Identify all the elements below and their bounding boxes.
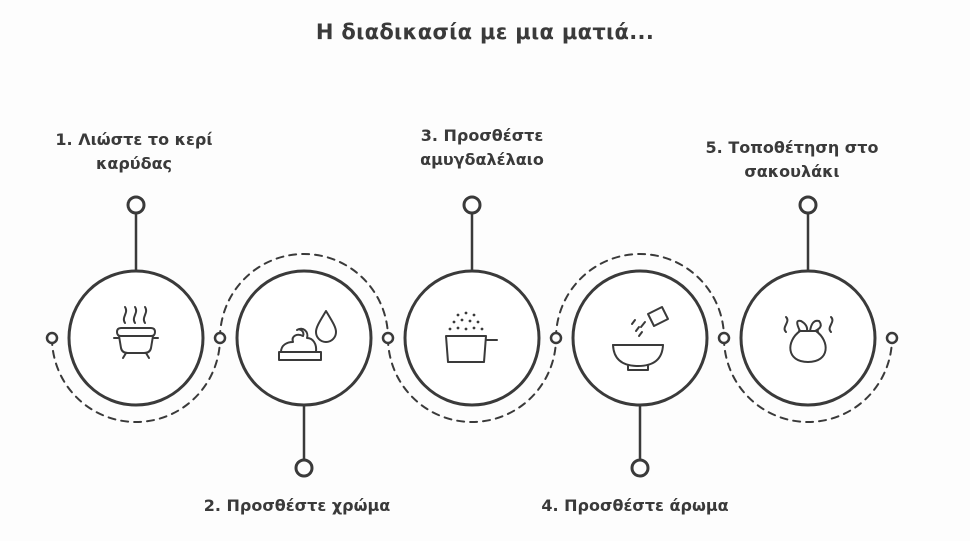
step-label-1: 1. Λιώστε το κερί καρύδας	[19, 128, 249, 176]
step-label-4-line-1: 4. Προσθέστε άρωμα	[541, 496, 729, 515]
connector-arc-1	[51, 337, 221, 423]
flow-end-node	[885, 331, 899, 345]
step-label-5-line-1: 5. Τοποθέτηση στο	[705, 138, 879, 157]
melting-pot-icon	[113, 306, 159, 359]
pin-1	[126, 195, 146, 215]
pin-4	[630, 458, 650, 478]
step-label-2-line-1: 2. Προσθέστε χρώμα	[203, 496, 391, 515]
step-circle-4	[571, 269, 709, 407]
step-circle-2	[235, 269, 373, 407]
connector-arc-4	[555, 253, 725, 339]
oil-droplets-icon	[448, 311, 484, 331]
flow-joint-node-2	[381, 331, 395, 345]
step-label-1-line-2: καρύδας	[95, 154, 173, 173]
pin-3	[462, 195, 482, 215]
connector-arc-5	[723, 337, 893, 423]
step-label-4: 4. Προσθέστε άρωμα	[520, 494, 750, 518]
step-circle-1	[67, 269, 205, 407]
step-label-3: 3. Προσθέστε αμυγδαλέλαιο	[367, 124, 597, 172]
flow-joint-node-4	[717, 331, 731, 345]
step-label-5: 5. Τοποθέτηση στο σακουλάκι	[677, 136, 907, 184]
step-label-5-line-2: σακουλάκι	[744, 162, 840, 181]
connector-arc-2	[219, 253, 389, 339]
fragrance-bowl-icon	[612, 306, 669, 371]
pin-2	[294, 458, 314, 478]
flow-joint-node-3	[549, 331, 563, 345]
step-circle-3	[403, 269, 541, 407]
step-label-3-line-2: αμυγδαλέλαιο	[420, 150, 544, 169]
sachet-bag-icon	[783, 316, 834, 363]
color-drop-icon	[278, 310, 337, 361]
diagram-title: Η διαδικασία με μια ματιά...	[315, 20, 655, 44]
flow-start-node	[45, 331, 59, 345]
step-label-1-line-1: 1. Λιώστε το κερί	[55, 130, 213, 149]
step-label-2: 2. Προσθέστε χρώμα	[182, 494, 412, 518]
oil-pan-icon	[445, 335, 498, 363]
pin-5	[798, 195, 818, 215]
flow-joint-node-1	[213, 331, 227, 345]
step-circle-5	[739, 269, 877, 407]
connector-arc-3	[387, 337, 557, 423]
step-label-3-line-1: 3. Προσθέστε	[420, 126, 544, 145]
